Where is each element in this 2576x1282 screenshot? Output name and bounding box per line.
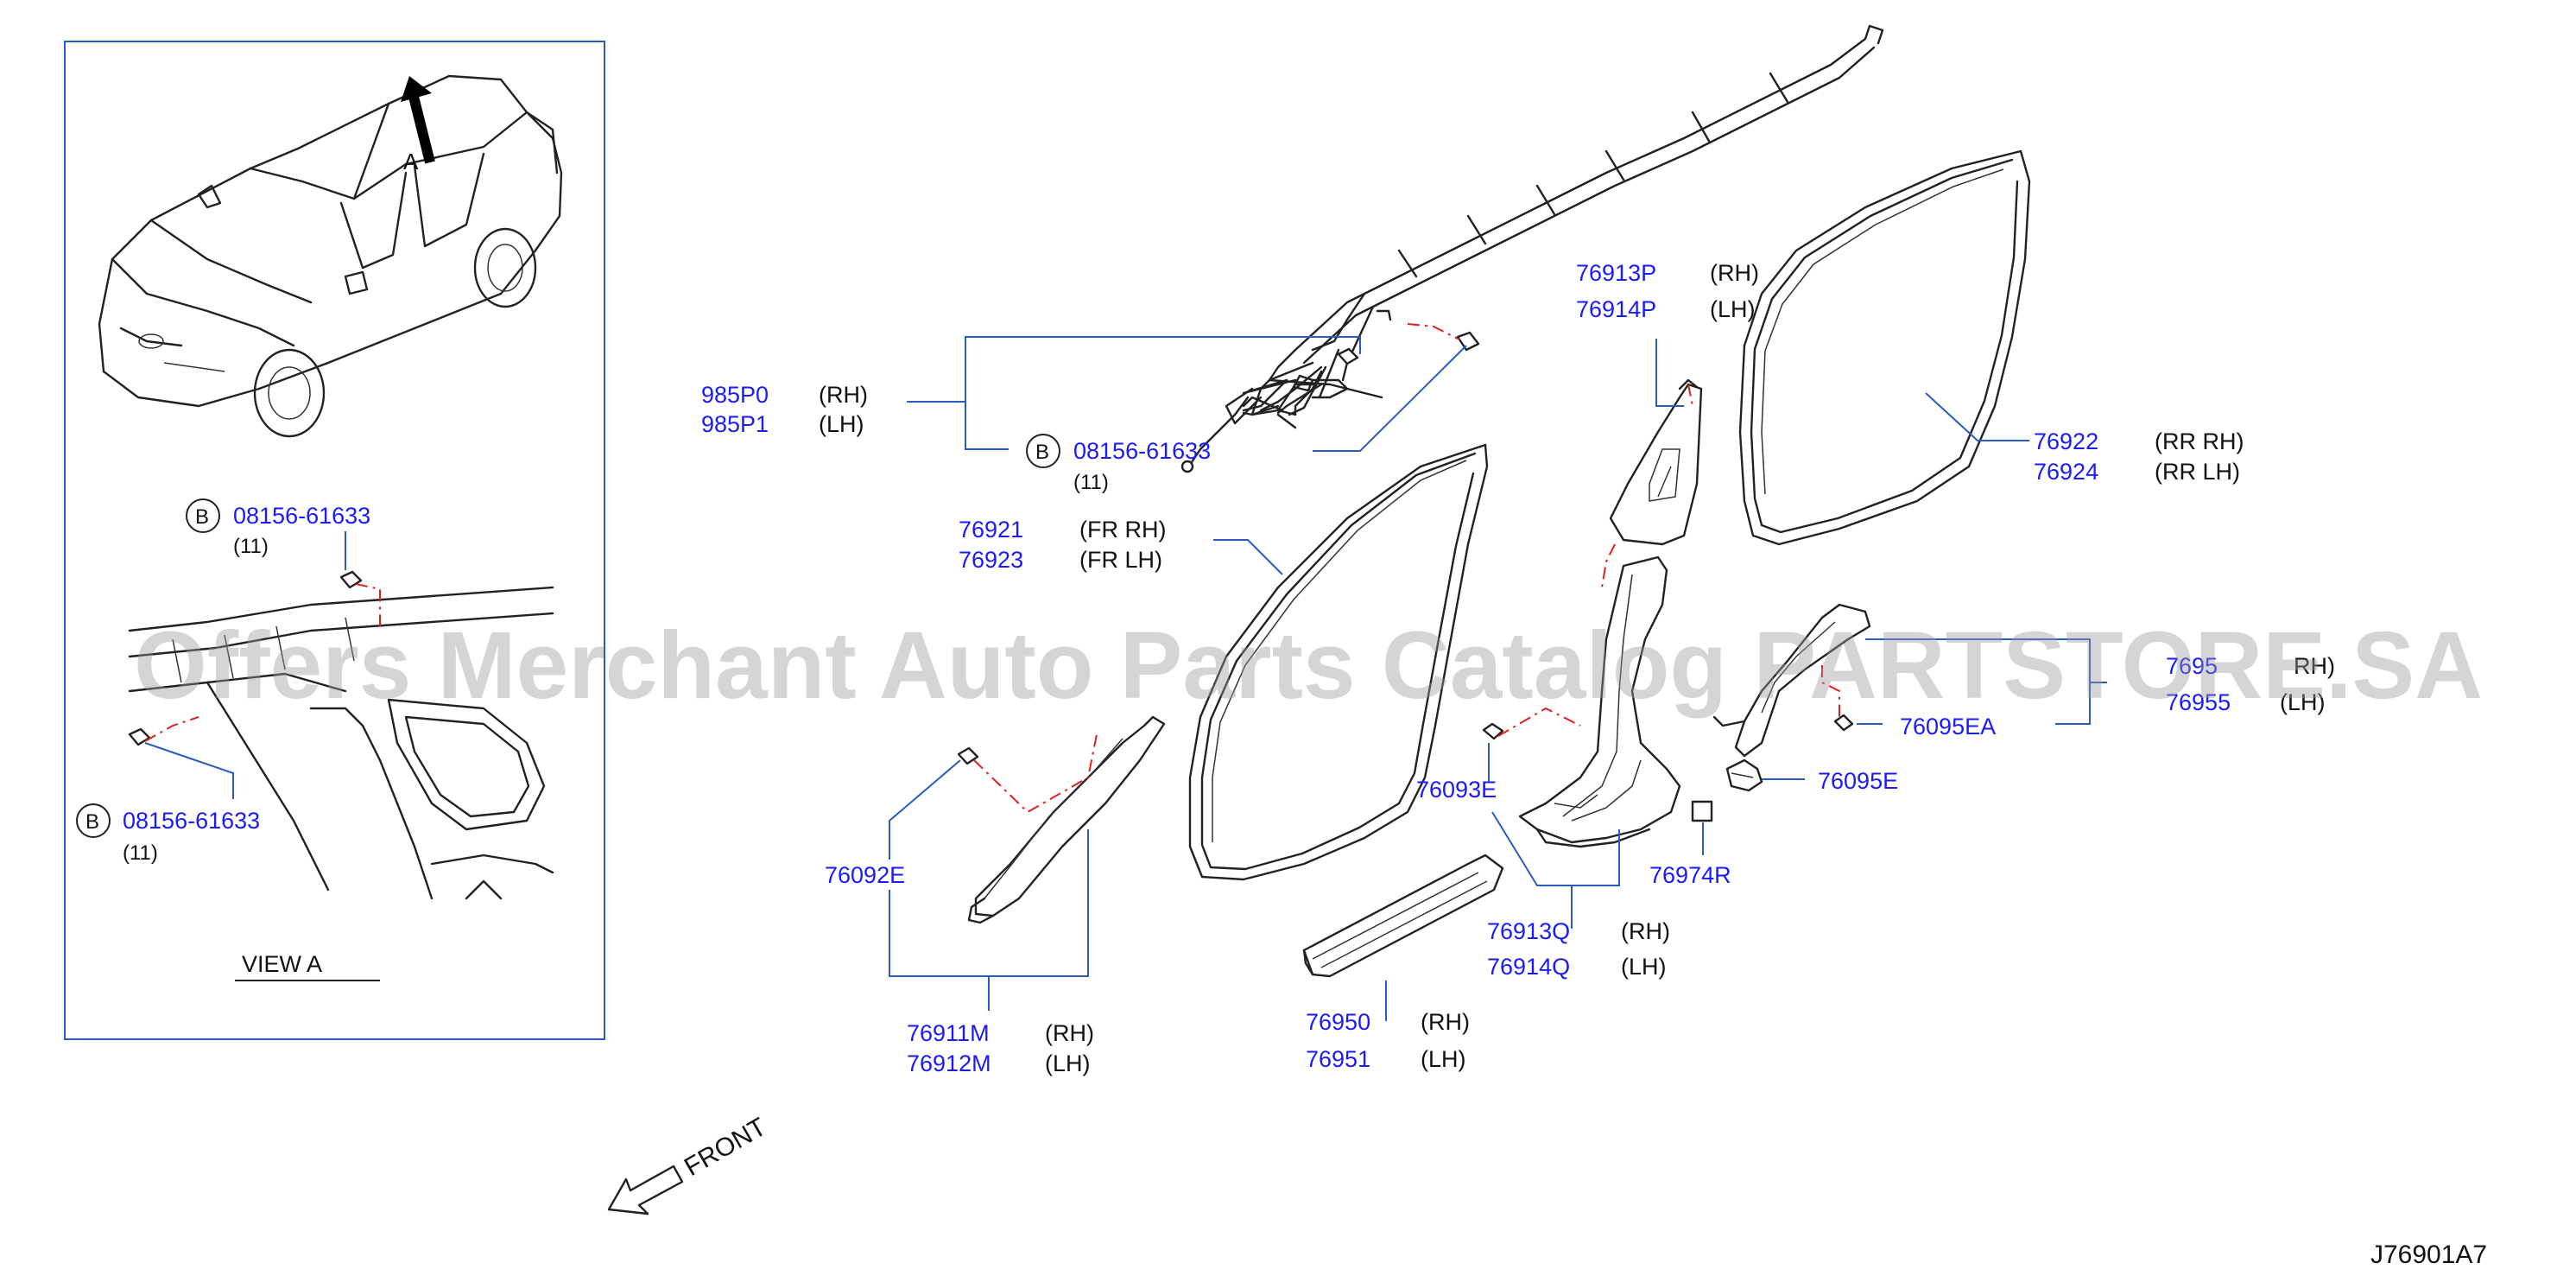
- front-pillar-rh-part: 76911M: [907, 1020, 990, 1046]
- rear-weatherstrip-rh-side: (RR RH): [2155, 428, 2244, 454]
- watermark-text: Offers Merchant Auto Parts Catalog PARTS…: [134, 612, 2483, 719]
- airbag-bolt-qty: (11): [1073, 471, 1109, 494]
- inset-bolt-bottom-part: 08156-61633: [123, 808, 260, 834]
- airbag-rh-part: 985P0: [701, 382, 769, 408]
- view-a-inset: A B 08156-61633 (11): [64, 41, 605, 1040]
- diagram-code: J76901A7: [2370, 1241, 2487, 1269]
- rear-weatherstrip-rh-part: 76922: [2034, 428, 2098, 454]
- clip-76095ea-part: 76095EA: [1900, 714, 1996, 739]
- callout-airbag: 985P0 (RH) 985P1 (LH): [701, 382, 868, 437]
- callout-pillar-upper: 76913P (RH) 76914P (LH): [1576, 260, 1759, 322]
- kicking-plate-lh-part: 76951: [1306, 1046, 1370, 1072]
- center-pillar-lower: [1482, 555, 1713, 848]
- view-arrow-letter: A: [403, 149, 419, 175]
- callout-front-weatherstrip: 76921 (FR RH) 76923 (FR LH): [959, 517, 1166, 573]
- front-weatherstrip-lh-part: 76923: [959, 547, 1023, 573]
- airbag-rh-side: (RH): [819, 382, 868, 408]
- front-pillar-rh-side: (RH): [1045, 1020, 1094, 1046]
- leader-lines: [889, 336, 2107, 1021]
- front-pillar-lh-part: 76912M: [907, 1050, 991, 1076]
- front-pillar-garnish: [957, 715, 1166, 924]
- front-weatherstrip-rh-part: 76921: [959, 517, 1023, 543]
- cap-76974r-part: 76974R: [1649, 862, 1731, 888]
- rear-garnish-lh-side: (LH): [2280, 689, 2326, 715]
- view-a-caption: VIEW A: [242, 951, 322, 977]
- view-a-section: [128, 570, 554, 900]
- callout-kicking-plate: 76950 (RH) 76951 (LH): [1306, 1009, 1470, 1072]
- bolt-code-b: B: [1035, 441, 1049, 464]
- front-pillar-lh-side: (LH): [1045, 1050, 1091, 1076]
- inset-bolt-top-part: 08156-61633: [233, 503, 370, 529]
- callout-rear-garnish: 7695 RH) 76955 (LH): [2166, 653, 2335, 715]
- bolt-code-b: B: [195, 505, 209, 529]
- inset-bolt-top-callout: B 08156-61633 (11): [186, 498, 370, 570]
- pillar-lower-rh-part: 76913Q: [1487, 918, 1570, 944]
- pillar-upper-lh-part: 76914P: [1576, 296, 1656, 322]
- curtain-airbag: [1180, 24, 1884, 473]
- pillar-lower-rh-side: (RH): [1621, 918, 1670, 944]
- kicking-plate-rh-part: 76950: [1306, 1009, 1370, 1035]
- rear-side-garnish: [1712, 603, 1871, 792]
- callout-pillar-lower: 76913Q (RH) 76914Q (LH): [1487, 918, 1670, 980]
- clip-76092e-part: 76092E: [825, 862, 905, 888]
- center-pillar-upper: [1601, 378, 1703, 588]
- front-door-weatherstrip: [1188, 443, 1489, 881]
- inset-bolt-top-qty: (11): [233, 535, 269, 558]
- kicking-plate: [1302, 854, 1504, 978]
- kicking-plate-rh-side: (RH): [1421, 1009, 1470, 1035]
- kicking-plate-lh-side: (LH): [1421, 1046, 1466, 1072]
- rear-garnish-rh-part: 7695: [2166, 653, 2218, 679]
- airbag-lh-part: 985P1: [701, 411, 769, 437]
- pillar-upper-lh-side: (LH): [1710, 296, 1756, 322]
- callout-airbag-bolt: B 08156-61633 (11): [1026, 434, 1211, 494]
- front-label: FRONT: [680, 1113, 771, 1182]
- bolt-code-b: B: [85, 810, 99, 834]
- airbag-bolt-part: 08156-61633: [1073, 438, 1211, 464]
- rear-garnish-rh-side: RH): [2294, 653, 2335, 679]
- rear-garnish-lh-part: 76955: [2166, 689, 2231, 715]
- rear-weatherstrip-lh-part: 76924: [2034, 459, 2098, 485]
- callout-rear-weatherstrip: 76922 (RR RH) 76924 (RR LH): [2034, 428, 2244, 485]
- callout-front-pillar: 76911M (RH) 76912M (LH): [907, 1020, 1094, 1076]
- pillar-upper-rh-part: 76913P: [1576, 260, 1656, 286]
- pillar-lower-lh-side: (LH): [1621, 954, 1667, 980]
- vehicle-illustration: A: [98, 74, 563, 438]
- rear-door-weatherstrip: [1738, 149, 2031, 546]
- clip-76095e-part: 76095E: [1818, 768, 1898, 794]
- front-weatherstrip-lh-side: (FR LH): [1079, 547, 1162, 573]
- pillar-lower-lh-part: 76914Q: [1487, 954, 1570, 980]
- front-weatherstrip-rh-side: (FR RH): [1079, 517, 1166, 543]
- rear-weatherstrip-lh-side: (RR LH): [2155, 459, 2240, 485]
- clip-76093e-part: 76093E: [1416, 777, 1497, 803]
- inset-bolt-bottom-qty: (11): [123, 841, 158, 865]
- pillar-upper-rh-side: (RH): [1710, 260, 1759, 286]
- airbag-lh-side: (LH): [819, 411, 864, 437]
- front-direction-arrow: FRONT: [607, 1113, 771, 1215]
- inset-bolt-bottom-callout: B 08156-61633 (11): [76, 742, 260, 865]
